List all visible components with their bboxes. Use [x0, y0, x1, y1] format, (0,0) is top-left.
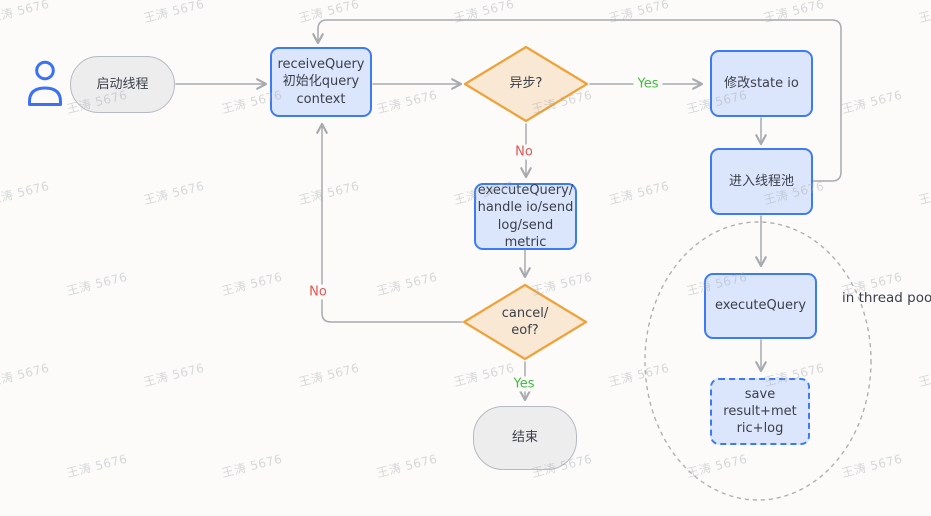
node-execute-query-label: executeQuery [714, 298, 807, 314]
edge-pool-loop-to-receive-top [312, 19, 842, 182]
node-enter-thread-pool-label: 进入线程池 [728, 173, 794, 189]
node-modify-state-label: 修改state io [724, 75, 799, 91]
node-end-label: 结束 [511, 430, 538, 446]
thread-pool-annotation: in thread pool [842, 290, 931, 306]
edge-label-async-yes: Yes [633, 76, 663, 92]
node-async-decision: 异步? [463, 45, 589, 123]
diamond-shape [463, 45, 589, 123]
diamond-shape [462, 283, 588, 361]
node-save-result-label: save result+met ric+log [723, 386, 797, 437]
node-start-label: 启动线程 [96, 76, 149, 92]
thread-pool-boundary [644, 221, 872, 501]
edge-label-cancel-yes: Yes [509, 376, 539, 392]
node-end: 结束 [473, 406, 577, 470]
edge-label-async-no: No [511, 144, 537, 160]
node-receive-query: receiveQuery 初始化query context [270, 47, 372, 117]
node-execute-query: executeQuery [704, 273, 817, 339]
node-modify-state: 修改state io [710, 50, 813, 117]
node-execute-handle: executeQuery/ handle io/send log/send me… [474, 183, 577, 250]
node-cancel-decision-label: cancel/ eof? [501, 305, 549, 338]
node-async-decision-label: 异步? [509, 76, 543, 92]
node-enter-thread-pool: 进入线程池 [710, 148, 813, 215]
edge-cancel-no-to-receive-bottom [316, 122, 463, 323]
node-receive-query-label: receiveQuery 初始化query context [277, 57, 365, 107]
node-cancel-decision: cancel/ eof? [462, 283, 588, 361]
edge-label-cancel-no: No [305, 284, 331, 300]
node-start: 启动线程 [70, 56, 175, 113]
node-save-result: save result+met ric+log [710, 378, 810, 445]
node-execute-handle-label: executeQuery/ handle io/send log/send me… [477, 182, 574, 250]
user-icon [28, 60, 62, 106]
